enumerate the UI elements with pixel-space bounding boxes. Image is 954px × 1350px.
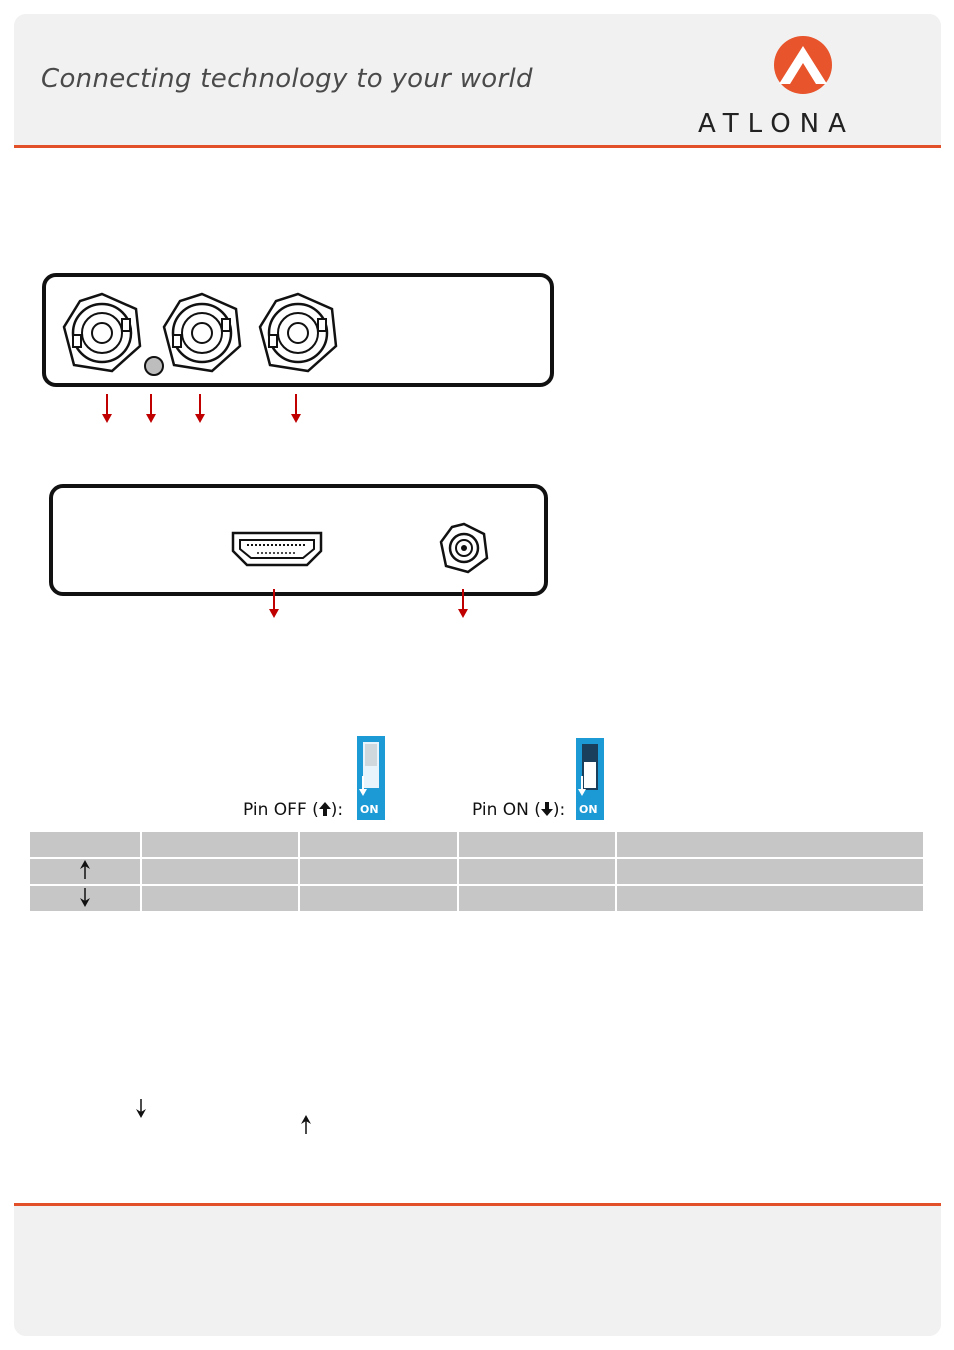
table-cell (30, 859, 140, 886)
callout-arrow-icon (291, 394, 301, 423)
bnc-connector-icon (258, 292, 338, 373)
dip-switch-off-icon: ON (357, 736, 385, 820)
up-arrow-icon (80, 859, 90, 879)
table-row (30, 859, 923, 886)
pin-on-legend: Pin ON (): (472, 800, 565, 820)
front-panel-diagram (42, 273, 554, 387)
up-arrow-icon (301, 1115, 311, 1134)
table-cell (30, 832, 140, 859)
dip-switch-table (28, 832, 925, 913)
switch-on-text: ON (579, 803, 598, 816)
callout-arrow-icon (269, 589, 279, 618)
callout-arrow-icon (146, 394, 156, 423)
down-arrow-icon (540, 802, 553, 816)
table-cell (617, 859, 923, 886)
table-cell (300, 886, 457, 913)
callout-arrow-icon (102, 394, 112, 423)
down-arrow-icon (80, 887, 90, 907)
down-arrow-icon (136, 1099, 146, 1118)
pin-off-label: Pin OFF ( (243, 800, 319, 820)
bnc-connector-icon (162, 292, 242, 373)
main-content: Pin OFF (): ON Pin ON (): ON (14, 148, 941, 1203)
table-cell (459, 832, 615, 859)
table-cell (300, 859, 457, 886)
tagline: Connecting technology to your world (41, 64, 533, 94)
power-jack-icon (439, 522, 489, 574)
page: Connecting technology to your world ATLO… (14, 14, 941, 1336)
table-cell (300, 832, 457, 859)
callout-arrow-icon (458, 589, 468, 618)
rear-panel-diagram (49, 484, 548, 596)
table-row (30, 886, 923, 913)
callout-arrow-icon (195, 394, 205, 423)
page-header: Connecting technology to your world ATLO… (14, 14, 941, 148)
switch-on-text: ON (360, 803, 379, 816)
pin-off-legend: Pin OFF (): (243, 800, 343, 820)
table-row (30, 832, 923, 859)
dip-switch-on-icon: ON (576, 738, 604, 820)
table-cell (142, 832, 298, 859)
brand-wordmark: ATLONA (698, 109, 855, 139)
atlona-logo-icon (774, 36, 832, 94)
table-cell (30, 886, 140, 913)
hdmi-port-icon (231, 531, 323, 567)
table-cell (142, 886, 298, 913)
table-cell (617, 886, 923, 913)
table-cell (142, 859, 298, 886)
led-indicator-icon (144, 356, 164, 376)
up-arrow-icon (318, 802, 331, 816)
pin-on-label: Pin ON ( (472, 800, 541, 820)
pin-off-suffix: ): (330, 800, 344, 820)
page-footer (14, 1203, 941, 1336)
table-cell (459, 886, 615, 913)
table-cell (617, 832, 923, 859)
bnc-connector-icon (62, 292, 142, 373)
table-cell (459, 859, 615, 886)
pin-on-suffix: ): (552, 800, 566, 820)
